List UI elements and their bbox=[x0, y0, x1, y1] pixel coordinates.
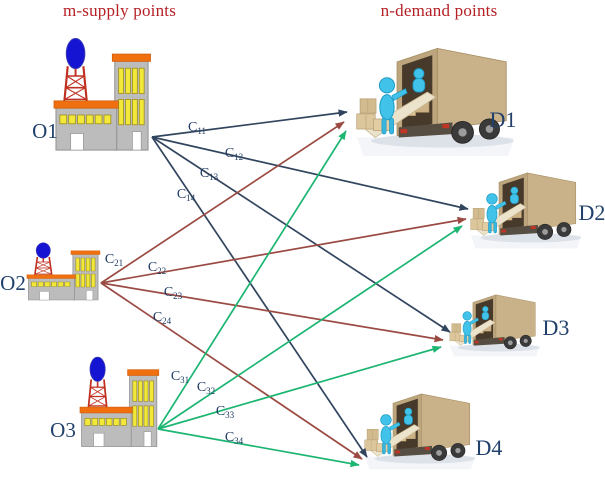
edge-cost-label-c22: C22 bbox=[148, 260, 166, 276]
edge-o3-d3 bbox=[157, 345, 442, 430]
factory-icon-o2 bbox=[26, 241, 101, 301]
supply-node-label-o3: O3 bbox=[50, 418, 76, 442]
supply-node-label-o1: O1 bbox=[32, 119, 58, 143]
edge-o1-d1 bbox=[151, 109, 348, 138]
edge-cost-label-c33: C33 bbox=[216, 404, 235, 420]
supply-node-label-o2: O2 bbox=[0, 271, 26, 295]
demand-node-label-d1: D1 bbox=[490, 107, 517, 132]
edge-cost-label-c13: C13 bbox=[200, 166, 219, 182]
edge-o1-d4 bbox=[151, 136, 368, 458]
edge-o1-d2 bbox=[151, 136, 469, 211]
edge-o2-d2 bbox=[100, 216, 467, 284]
edge-o3-d2 bbox=[157, 225, 463, 430]
truck-icon-d4 bbox=[364, 393, 477, 470]
edge-cost-label-c34: C34 bbox=[225, 430, 244, 446]
truck-icon-d1 bbox=[356, 47, 516, 157]
truck-icon-d3 bbox=[449, 294, 541, 357]
supply-section-title: m-supply points bbox=[62, 1, 177, 20]
factory-icon-o3 bbox=[79, 356, 160, 448]
demand-node-label-d2: D2 bbox=[579, 200, 605, 225]
demand-node-label-d3: D3 bbox=[543, 315, 570, 340]
demand-node-label-d4: D4 bbox=[476, 435, 503, 460]
edge-cost-label-c24: C24 bbox=[153, 310, 172, 326]
edge-cost-label-c21: C21 bbox=[105, 252, 123, 268]
edge-o3-d4 bbox=[157, 428, 360, 468]
edge-cost-label-c23: C23 bbox=[164, 285, 183, 301]
edge-o2-d1 bbox=[100, 121, 345, 284]
edge-o1-d3 bbox=[151, 136, 451, 333]
edge-cost-label-c31: C31 bbox=[171, 369, 189, 385]
edge-o2-d4 bbox=[100, 282, 363, 460]
demand-section-title: n-demand points bbox=[380, 1, 498, 20]
edges-layer bbox=[100, 109, 469, 468]
edge-o2-d3 bbox=[100, 282, 444, 343]
edge-cost-label-c32: C32 bbox=[197, 380, 215, 396]
truck-icon-d2 bbox=[470, 172, 583, 249]
edge-cost-label-c11: C11 bbox=[188, 120, 206, 136]
edge-cost-label-c12: C12 bbox=[225, 146, 243, 162]
edge-o3-d1 bbox=[157, 130, 347, 430]
factory-icon-o1 bbox=[52, 37, 152, 152]
